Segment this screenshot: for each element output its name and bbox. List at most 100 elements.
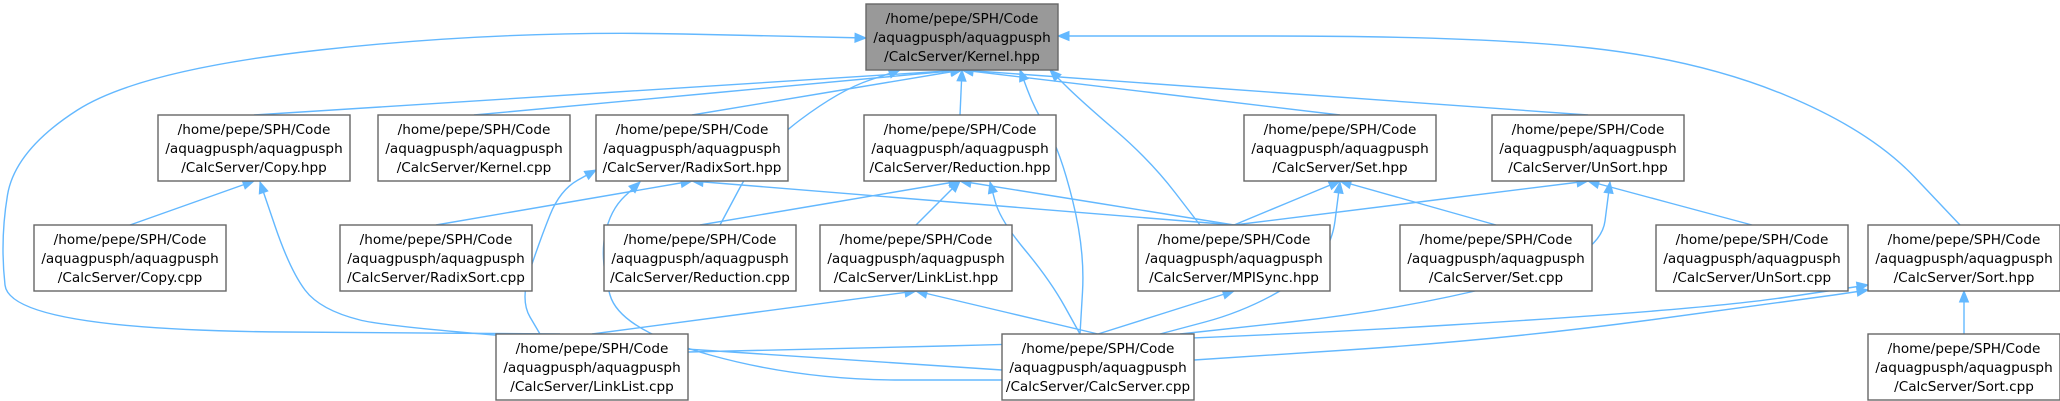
node-reduction-hpp[interactable]: /home/pepe/SPH/Code/aquagpusph/aquagpusp…: [863, 114, 1057, 182]
node-box[interactable]: [865, 3, 1059, 71]
edge-calcserver_cpp-to-mpisync_hpp: [1097, 289, 1236, 335]
node-box[interactable]: [1137, 224, 1331, 292]
edge-mpisync_hpp-to-kernel_hpp: [1049, 69, 1201, 226]
arrowhead-icon: [1056, 30, 1070, 42]
node-copy-hpp[interactable]: /home/pepe/SPH/Code/aquagpusph/aquagpusp…: [157, 114, 351, 182]
node-label-line: /CalcServer/Set.cpp: [1429, 270, 1563, 286]
node-radixsort-cpp[interactable]: /home/pepe/SPH/Code/aquagpusph/aquagpusp…: [339, 224, 533, 292]
edge-line: [1019, 69, 1084, 335]
node-box[interactable]: [863, 114, 1057, 182]
node-label-line: /CalcServer/LinkList.cpp: [510, 379, 673, 395]
edge-copy_hpp-to-kernel_hpp: [253, 65, 964, 116]
node-calcserver-cpp[interactable]: /home/pepe/SPH/Code/aquagpusph/aquagpusp…: [1001, 333, 1195, 401]
node-mpisync-hpp[interactable]: /home/pepe/SPH/Code/aquagpusph/aquagpusp…: [1137, 224, 1331, 292]
node-box[interactable]: [1491, 114, 1685, 182]
arrowhead-icon: [1603, 180, 1614, 195]
node-label-line: /aquagpusph/aquagpusph: [1875, 360, 2052, 376]
node-box[interactable]: [1867, 333, 2060, 401]
node-linklist-hpp[interactable]: /home/pepe/SPH/Code/aquagpusph/aquagpusp…: [819, 224, 1013, 292]
node-box[interactable]: [1243, 114, 1437, 182]
node-label-line: /aquagpusph/aquagpusph: [603, 141, 780, 157]
node-label-line: /CalcServer/UnSort.cpp: [1673, 270, 1831, 286]
node-label-line: /CalcServer/Kernel.hpp: [884, 49, 1040, 65]
node-unsort-cpp[interactable]: /home/pepe/SPH/Code/aquagpusph/aquagpusp…: [1655, 224, 1849, 292]
node-kernel-cpp[interactable]: /home/pepe/SPH/Code/aquagpusph/aquagpusp…: [377, 114, 571, 182]
node-box[interactable]: [1867, 224, 2060, 292]
edge-line: [259, 181, 1003, 371]
node-sort-cpp[interactable]: /home/pepe/SPH/Code/aquagpusph/aquagpusp…: [1867, 333, 2060, 401]
node-box[interactable]: [377, 114, 571, 182]
node-reduction-cpp[interactable]: /home/pepe/SPH/Code/aquagpusph/aquagpusp…: [603, 224, 797, 292]
edge-line: [1587, 180, 1753, 226]
arrowhead-icon: [987, 180, 998, 195]
node-label-line: /home/pepe/SPH/Code: [178, 122, 331, 138]
nodes-layer: /home/pepe/SPH/Code/aquagpusph/aquagpusp…: [33, 3, 2060, 401]
node-label-line: /aquagpusph/aquagpusph: [1145, 251, 1322, 267]
edge-linklist_cpp-to-radixsort_hpp: [524, 169, 598, 335]
node-label-line: /aquagpusph/aquagpusph: [1875, 251, 2052, 267]
node-label-line: /aquagpusph/aquagpusph: [41, 251, 218, 267]
node-kernel-hpp[interactable]: /home/pepe/SPH/Code/aquagpusph/aquagpusp…: [865, 3, 1059, 71]
node-copy-cpp[interactable]: /home/pepe/SPH/Code/aquagpusph/aquagpusp…: [33, 224, 227, 292]
node-set-hpp[interactable]: /home/pepe/SPH/Code/aquagpusph/aquagpusp…: [1243, 114, 1437, 182]
node-unsort-hpp[interactable]: /home/pepe/SPH/Code/aquagpusph/aquagpusp…: [1491, 114, 1685, 182]
edge-line: [129, 180, 255, 226]
node-set-cpp[interactable]: /home/pepe/SPH/Code/aquagpusph/aquagpusp…: [1399, 224, 1593, 292]
node-label-line: /aquagpusph/aquagpusph: [873, 30, 1050, 46]
node-box[interactable]: [819, 224, 1013, 292]
node-box[interactable]: [157, 114, 351, 182]
node-label-line: /CalcServer/LinkList.hpp: [834, 270, 999, 286]
node-label-line: /home/pepe/SPH/Code: [1888, 341, 2041, 357]
edge-line: [1058, 35, 1961, 226]
node-label-line: /home/pepe/SPH/Code: [516, 341, 669, 357]
node-box[interactable]: [33, 224, 227, 292]
edge-calcserver_cpp-to-kernel_hpp: [1019, 68, 1084, 335]
node-label-line: /home/pepe/SPH/Code: [360, 232, 513, 248]
node-box[interactable]: [495, 333, 689, 401]
edge-reduction_hpp-to-kernel_hpp: [956, 68, 967, 116]
node-label-line: /CalcServer/Sort.hpp: [1894, 270, 2035, 286]
edge-mpisync_hpp-to-reduction_hpp: [958, 177, 1235, 226]
arrowhead-icon: [241, 179, 256, 190]
arrowhead-icon: [1049, 69, 1062, 82]
node-label-line: /aquagpusph/aquagpusph: [503, 360, 680, 376]
edge-line: [959, 180, 1235, 226]
node-box[interactable]: [339, 224, 533, 292]
node-radixsort-hpp[interactable]: /home/pepe/SPH/Code/aquagpusph/aquagpusp…: [595, 114, 789, 182]
node-label-line: /home/pepe/SPH/Code: [886, 11, 1039, 27]
edge-line: [591, 290, 917, 335]
arrowhead-icon: [956, 68, 967, 82]
edge-line: [524, 169, 597, 335]
edge-calcserver_cpp-to-sort_hpp: [1193, 286, 1870, 361]
node-label-line: /CalcServer/RadixSort.hpp: [603, 160, 782, 176]
node-label-line: /home/pepe/SPH/Code: [1022, 341, 1175, 357]
node-label-line: /CalcServer/Kernel.cpp: [397, 160, 552, 176]
node-box[interactable]: [603, 224, 797, 292]
node-label-line: /CalcServer/Set.hpp: [1272, 160, 1407, 176]
node-label-line: /CalcServer/Sort.cpp: [1894, 379, 2034, 395]
node-box[interactable]: [595, 114, 789, 182]
node-box[interactable]: [1655, 224, 1849, 292]
arrowhead-icon: [1019, 68, 1029, 83]
node-linklist-cpp[interactable]: /home/pepe/SPH/Code/aquagpusph/aquagpusp…: [495, 333, 689, 401]
edge-calcserver_cpp-to-reduction_hpp: [987, 180, 1081, 335]
node-box[interactable]: [1001, 333, 1195, 401]
node-label-line: /aquagpusph/aquagpusph: [1499, 141, 1676, 157]
node-label-line: /CalcServer/Copy.hpp: [181, 160, 327, 176]
node-label-line: /CalcServer/MPISync.hpp: [1149, 270, 1319, 286]
node-label-line: /home/pepe/SPH/Code: [840, 232, 993, 248]
edge-calcserver_cpp-to-linklist_hpp: [914, 288, 1099, 335]
node-label-line: /aquagpusph/aquagpusph: [1251, 141, 1428, 157]
node-box[interactable]: [1399, 224, 1593, 292]
node-label-line: /aquagpusph/aquagpusph: [871, 141, 1048, 157]
arrowhead-icon: [1855, 286, 1870, 297]
edge-radixsort_cpp-to-radixsort_hpp: [435, 177, 694, 226]
node-label-line: /home/pepe/SPH/Code: [1888, 232, 2041, 248]
arrowhead-icon: [583, 169, 598, 181]
node-label-line: /home/pepe/SPH/Code: [1512, 122, 1665, 138]
edge-sort_cpp-to-sort_hpp: [1958, 289, 1970, 335]
node-sort-hpp[interactable]: /home/pepe/SPH/Code/aquagpusph/aquagpusp…: [1867, 224, 2060, 292]
edge-line: [989, 181, 1081, 335]
node-label-line: /home/pepe/SPH/Code: [624, 232, 777, 248]
